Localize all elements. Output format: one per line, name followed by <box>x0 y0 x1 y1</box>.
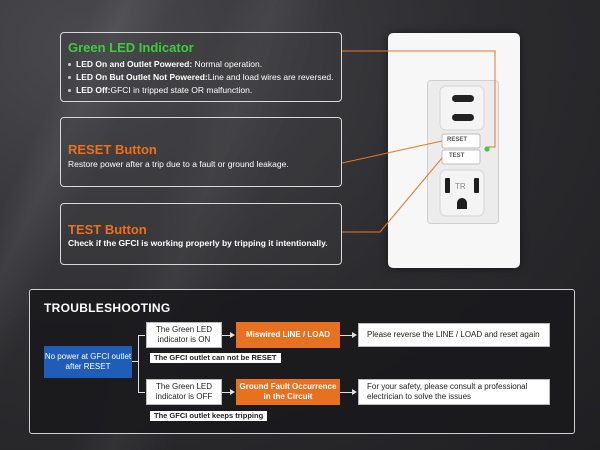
ground-fault-cause-box: Ground Fault Occurrence in the Circuit <box>236 379 340 405</box>
start-condition-box: No power at GFCI outlet after RESET <box>44 346 132 378</box>
consult-electrician-box: For your safety, please consult a profes… <box>358 379 550 405</box>
led-on-condition-box: The Green LED indicator is ON <box>146 322 222 348</box>
test-outlet-button <box>441 149 481 165</box>
branch-line-vertical <box>138 335 139 393</box>
led-item-on-not-powered: LED On But Outlet Not Powered:Line and l… <box>68 71 333 84</box>
led-item-label: LED On and Outlet Powered: <box>76 59 193 69</box>
led-card-list: LED On and Outlet Powered: Normal operat… <box>68 58 333 97</box>
arrow-line <box>222 335 231 336</box>
arrow-right-icon <box>352 332 357 338</box>
reverse-action-box: Please reverse the LINE / LOAD and reset… <box>358 323 550 347</box>
led-item-label: LED Off: <box>76 85 111 95</box>
led-indicator-card <box>60 32 342 102</box>
led-off-condition-box: The Green LED indicator is OFF <box>146 379 222 405</box>
bullet-icon <box>68 89 71 92</box>
troubleshooting-title: TROUBLESHOOTING <box>44 301 171 315</box>
arrow-right-icon <box>230 389 235 395</box>
cannot-reset-note: The GFCI outlet can not be RESET <box>150 353 281 363</box>
outlet-reset-label: RESET <box>447 137 468 143</box>
led-card-title: Green LED Indicator <box>68 40 194 55</box>
test-connector-line <box>342 157 443 233</box>
test-button-card <box>60 203 342 265</box>
reset-button-card <box>60 117 342 187</box>
lower-slot-left <box>445 178 450 193</box>
arrow-line <box>340 392 353 393</box>
led-item-off: LED Off:GFCI in tripped state OR malfunc… <box>68 84 333 97</box>
arrow-right-icon <box>352 389 357 395</box>
reset-connector-line <box>341 140 443 164</box>
ground-hole <box>457 198 467 209</box>
arrow-line <box>340 335 353 336</box>
bullet-icon <box>68 63 71 66</box>
outlet-test-label: TEST <box>449 153 465 159</box>
branch-line <box>132 361 138 362</box>
led-item-text: GFCI in tripped state OR malfunction. <box>110 85 253 95</box>
lower-slot-right <box>474 178 479 193</box>
upper-slot-top <box>452 95 474 102</box>
branch-line-top <box>138 335 145 336</box>
miswired-cause-box: Miswired LINE / LOAD <box>236 322 340 348</box>
upper-slot-bottom <box>452 114 474 121</box>
reset-card-text: Restore power after a trip due to a faul… <box>68 159 289 169</box>
arrow-right-icon <box>230 332 235 338</box>
led-item-text: Normal operation. <box>192 59 263 69</box>
branch-line-top-drop <box>138 335 139 360</box>
led-item-text: Line and load wires are reversed. <box>207 72 334 82</box>
bullet-icon <box>68 76 71 79</box>
test-card-text: Check if the GFCI is working properly by… <box>68 238 328 248</box>
test-card-title: TEST Button <box>68 222 147 237</box>
keeps-tripping-note: The GFCI outlet keeps tripping <box>150 411 268 421</box>
led-item-on-powered: LED On and Outlet Powered: Normal operat… <box>68 58 333 71</box>
reset-card-title: RESET Button <box>68 142 157 157</box>
led-item-label: LED On But Outlet Not Powered: <box>76 72 208 82</box>
lower-receptacle <box>439 169 485 217</box>
branch-line-bottom <box>138 392 145 393</box>
arrow-line <box>222 392 231 393</box>
led-connector-line <box>342 50 496 148</box>
outlet-tr-label: TR <box>455 182 466 191</box>
green-led-dot <box>484 146 490 152</box>
upper-receptacle <box>439 85 485 131</box>
